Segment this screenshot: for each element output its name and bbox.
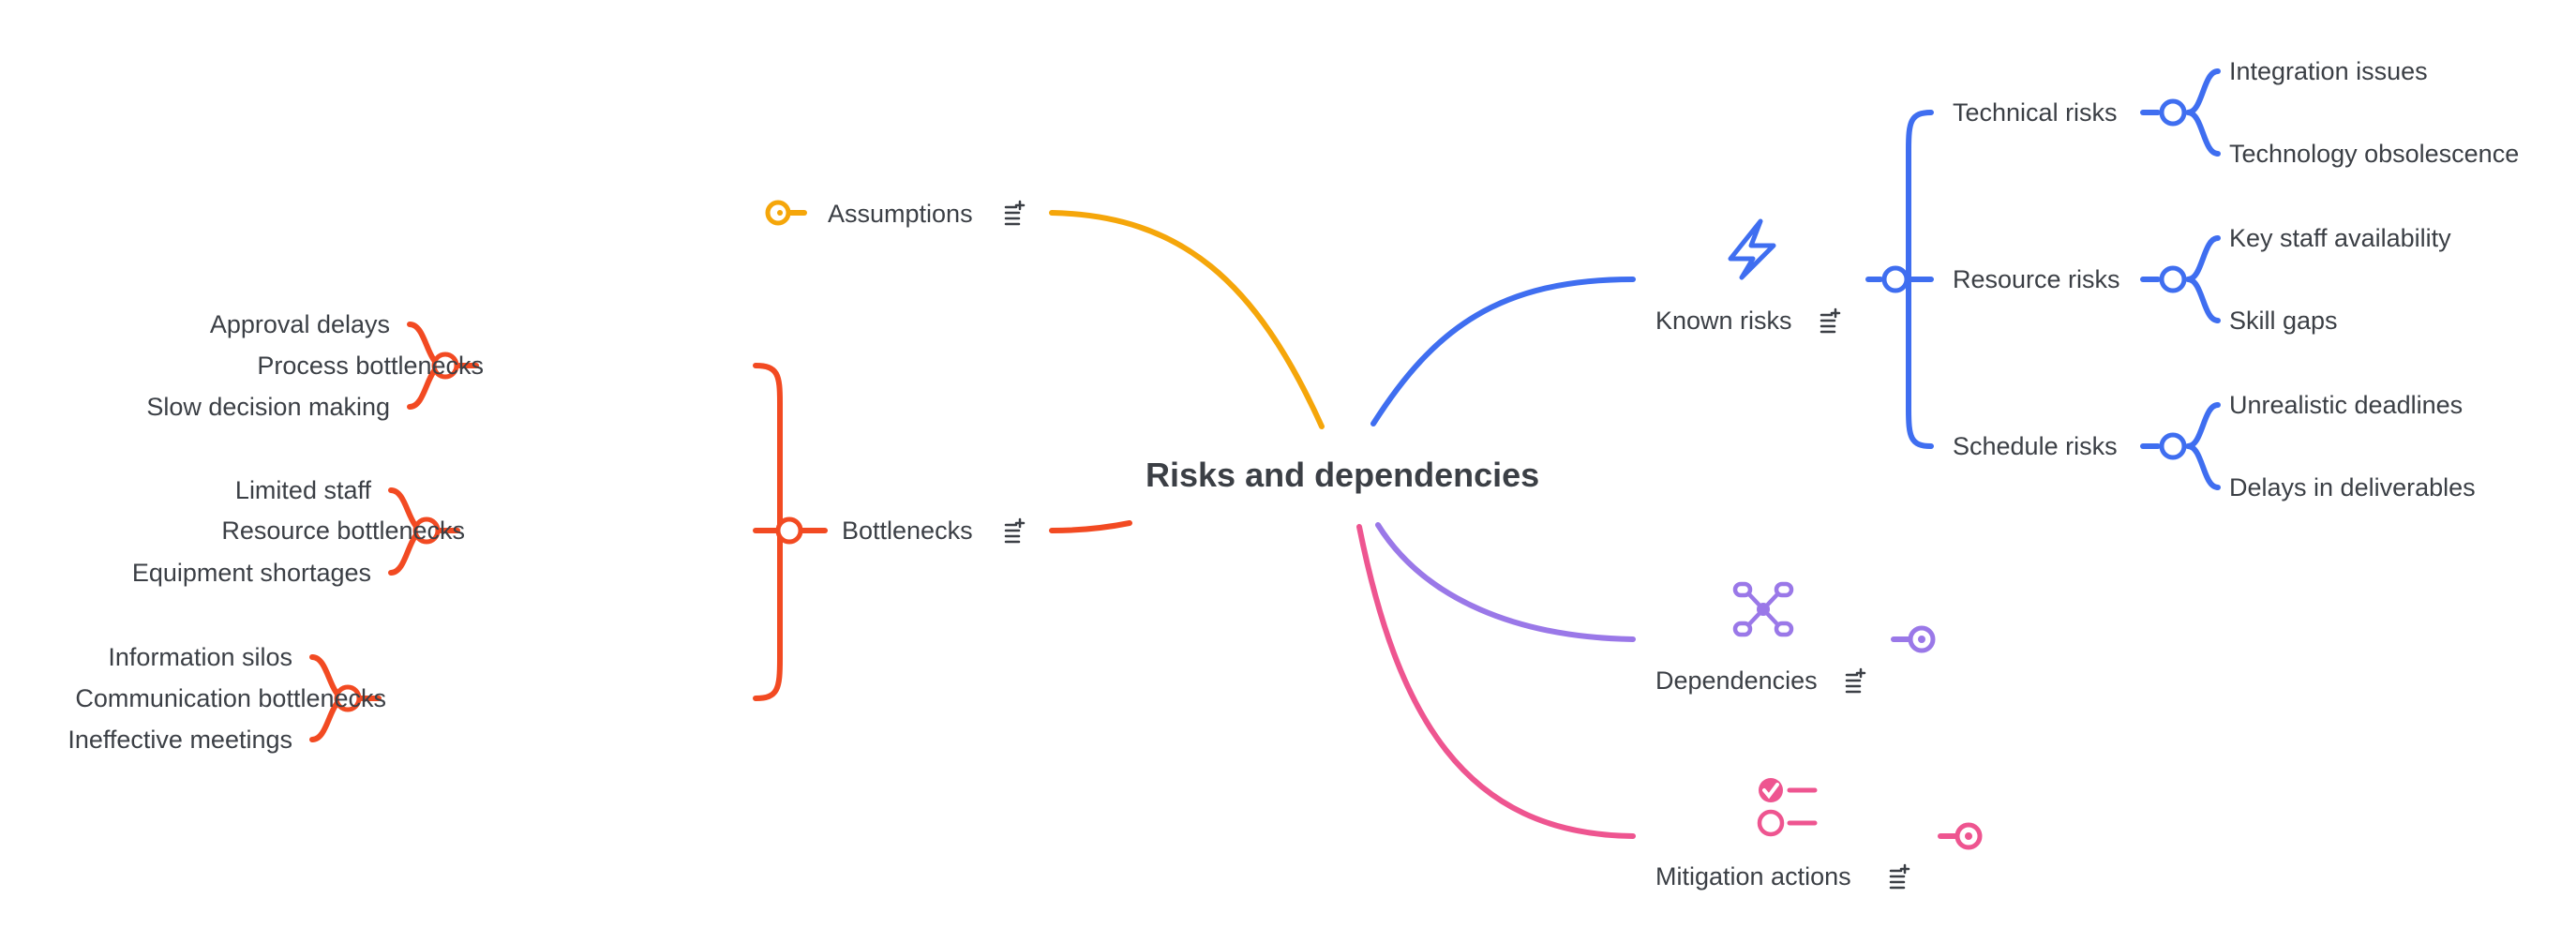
topic-resource-bottlenecks[interactable]: Resource bottlenecks (221, 516, 465, 545)
assumptions-notes-icon (1004, 200, 1026, 226)
checklist-icon (1757, 778, 1818, 837)
leaf-delays-in-deliverables[interactable]: Delays in deliverables (2229, 473, 2476, 501)
notes-icons (1004, 200, 1910, 890)
leaf-integration-issues[interactable]: Integration issues (2229, 57, 2428, 85)
communication-node (334, 684, 362, 712)
known-risks-notes-icon (1820, 307, 1841, 334)
leaf-unrealistic-deadlines[interactable]: Unrealistic deadlines (2229, 391, 2464, 419)
topic-known-risks[interactable]: Known risks (1655, 307, 1792, 335)
topic-mitigation-actions[interactable]: Mitigation actions (1655, 862, 1851, 891)
leaf-technology-obsolescence[interactable]: Technology obsolescence (2229, 140, 2520, 168)
topic-schedule-risks[interactable]: Schedule risks (1953, 432, 2118, 460)
bottlenecks-node (775, 516, 803, 545)
resource-bottleneck-node (412, 516, 441, 545)
bottlenecks-notes-icon (1004, 517, 1026, 544)
network-icon (1732, 581, 1794, 637)
leaf-skill-gaps[interactable]: Skill gaps (2229, 307, 2338, 335)
topic-dependencies[interactable]: Dependencies (1655, 666, 1818, 695)
resource-risk-node (2159, 265, 2187, 293)
topic-technical-risks[interactable]: Technical risks (1953, 98, 2118, 127)
connector-dependencies (1375, 522, 1636, 642)
schedule-node (2159, 432, 2187, 460)
topic-process-bottlenecks[interactable]: Process bottlenecks (257, 352, 484, 380)
topic-resource-risks[interactable]: Resource risks (1953, 265, 2120, 293)
topic-communication-bottlenecks[interactable]: Communication bottlenecks (75, 684, 386, 712)
leaf-key-staff-availability[interactable]: Key staff availability (2229, 224, 2451, 252)
connector-mitigation (1356, 524, 1636, 839)
connector-assumptions (1049, 210, 1325, 429)
leaf-slow-decision-making[interactable]: Slow decision making (146, 393, 390, 421)
process-node (431, 352, 459, 380)
technical-node (2159, 98, 2187, 127)
mitigation-notes-icon (1889, 863, 1910, 890)
central-topic[interactable]: Risks and dependencies (1146, 456, 1540, 494)
connector-known-risks (1370, 277, 1636, 427)
leaf-approval-delays[interactable]: Approval delays (209, 310, 390, 338)
leaf-ineffective-meetings[interactable]: Ineffective meetings (67, 726, 292, 754)
topic-bottlenecks[interactable]: Bottlenecks (842, 516, 973, 545)
leaf-information-silos[interactable]: Information silos (108, 643, 292, 671)
known-risks-node (1881, 265, 1910, 293)
leaf-limited-staff[interactable]: Limited staff (234, 476, 371, 504)
dependencies-notes-icon (1845, 667, 1866, 694)
connector-bottlenecks (1049, 520, 1132, 533)
lightning-icon (1728, 218, 1776, 280)
leaf-equipment-shortages[interactable]: Equipment shortages (131, 559, 371, 587)
topic-assumptions[interactable]: Assumptions (828, 200, 973, 228)
